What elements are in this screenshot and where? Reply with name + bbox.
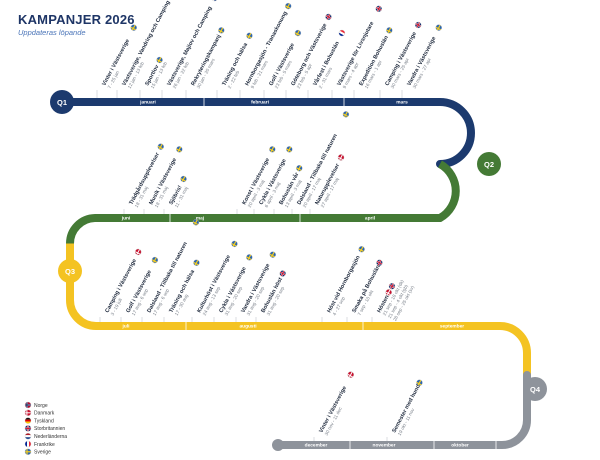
dk-flag-icon [134,247,143,257]
se-flag-icon [175,145,184,154]
svg-text:Q1: Q1 [57,98,67,107]
nl-flag-icon [24,433,32,440]
se-flag-icon [285,145,294,154]
se-flag-icon [150,255,159,265]
svg-text:Q3: Q3 [65,267,75,276]
campaign-name: Semester med hund [391,383,422,434]
q4-badge: Q4 [523,377,547,401]
page-subtitle: Uppdateras löpande [18,28,86,37]
se-flag-icon [156,142,165,151]
legend-label: Norge [34,403,48,409]
se-flag-icon [217,26,226,35]
month-labels: januari februari mars april maj juni juli augus… [121,98,497,449]
month-label: augusti [239,324,256,330]
se-flag-icon [293,28,302,38]
se-flag-icon [155,55,164,65]
fr-flag-icon [24,440,32,448]
campaign-item: Sjöbris!11 - 31 maj [168,174,189,208]
legend-label: Tyskland [34,418,54,424]
gb-flag-icon [24,425,32,432]
road-q4 [274,371,531,449]
se-flag-icon [192,258,201,267]
svg-text:Q2: Q2 [484,160,494,169]
gb-flag-icon [375,258,384,267]
se-flag-icon [230,239,239,248]
se-flag-icon [268,250,277,259]
se-flag-icon [129,23,138,32]
se-flag-icon [434,23,443,32]
month-label: maj [196,216,204,222]
month-label: januari [139,100,156,106]
month-label: november [373,443,396,449]
se-flag-icon [284,2,293,11]
se-flag-icon [295,164,304,173]
dk-flag-icon [384,288,393,297]
legend-label: Sverige [34,450,51,456]
gb-flag-icon [324,12,333,21]
se-flag-icon [245,31,254,40]
month-label: mars [396,100,408,106]
legend-item: Storbritannien [24,425,65,432]
se-flag-icon [415,378,424,387]
se-flag-icon [179,174,188,184]
legend-item: Frankrike [24,440,55,448]
road-q3 [66,243,531,375]
page-title: KAMPANJER 2026 [18,12,135,27]
gb-flag-icon [278,269,287,278]
legend-item: Nederländerna [24,433,67,440]
legend-label: Storbritannien [34,426,65,432]
legend-label: Nederländerna [34,434,67,440]
fr-flag-icon [337,28,346,38]
se-flag-icon [385,26,394,35]
legend-item: Sverige [24,448,51,456]
se-flag-icon [357,245,366,254]
month-label: december [305,443,328,449]
legend-item: Norge [24,401,48,409]
month-label: oktober [451,443,469,449]
q1-badge: Q1 [50,90,74,114]
road-q2 [66,160,460,244]
gb-flag-icon [374,4,383,13]
month-label: april [365,216,375,222]
road-q1 [58,98,475,168]
se-flag-icon [245,253,254,262]
dk-flag-icon [346,370,355,379]
svg-text:Q4: Q4 [530,385,541,394]
legend-item: Tyskland [24,417,54,424]
legend-label: Danmark [34,411,55,417]
se-flag-icon [24,448,32,455]
q2-badge: Q2 [477,152,501,176]
dk-flag-icon [24,409,32,416]
legend-item: Danmark [24,409,55,417]
legend-label: Frankrike [34,442,55,448]
month-label: juni [121,216,131,222]
gb-flag-icon [387,282,397,291]
de-flag-icon [24,417,32,424]
dk-flag-icon [336,153,346,162]
q3-badge: Q3 [58,259,82,283]
road-end-dot [272,439,284,451]
se-flag-icon [341,110,350,119]
month-label: februari [251,100,269,106]
month-label: juli [122,324,130,330]
no-flag-icon [24,401,32,409]
se-flag-icon [191,218,200,227]
flag-legend: NorgeDanmarkTysklandStorbritannienNederl… [24,401,67,456]
se-flag-icon [268,145,277,154]
month-label: september [440,324,464,330]
gb-flag-icon [414,20,423,30]
nl-flag-icon [210,0,219,3]
